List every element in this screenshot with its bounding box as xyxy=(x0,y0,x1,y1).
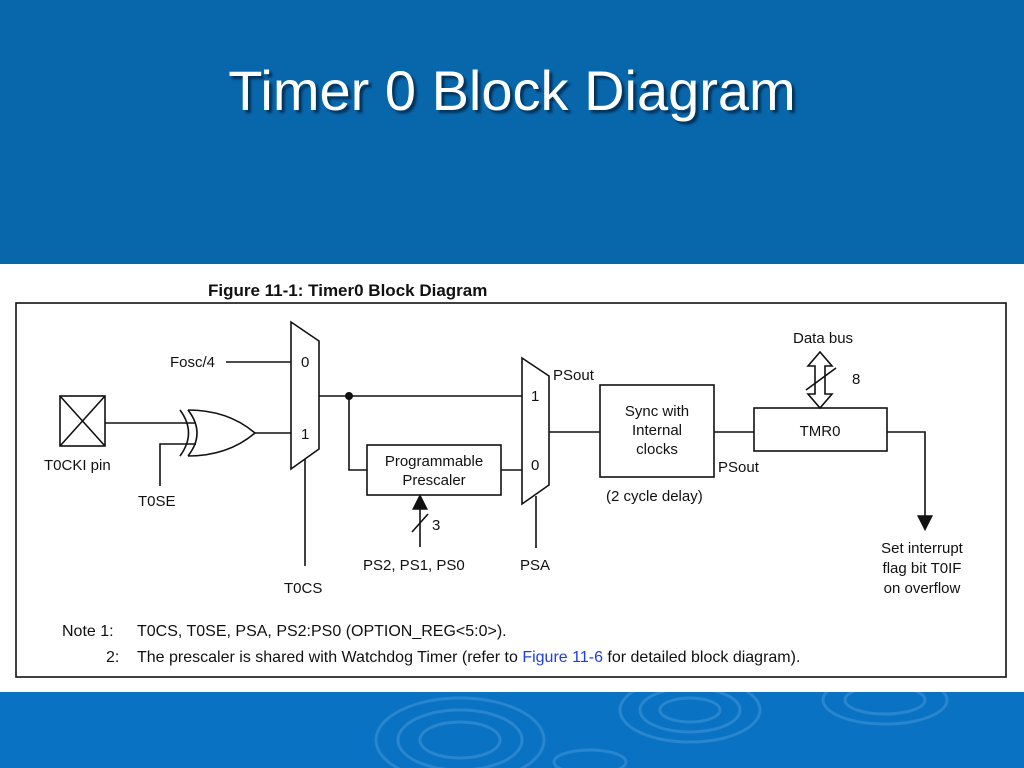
slide-title: Timer 0 Block Diagram xyxy=(228,59,796,122)
sync-delay-label: (2 cycle delay) xyxy=(606,488,703,505)
psout-top-label: PSout xyxy=(553,367,595,384)
wire-overflow xyxy=(887,431,933,532)
prescaler-assign-mux xyxy=(521,356,550,506)
tmr0-register xyxy=(753,407,888,452)
overflow-label-line3: on overflow xyxy=(884,580,961,597)
mux2-input1-label: 1 xyxy=(531,388,539,405)
overflow-label-line2: flag bit T0IF xyxy=(883,560,962,577)
fosc-label: Fosc/4 xyxy=(170,354,215,371)
note1-text: T0CS, T0SE, PSA, PS2:PS0 (OPTION_REG<5:0… xyxy=(137,623,507,640)
note2-text-before: The prescaler is shared with Watchdog Ti… xyxy=(137,649,522,666)
note1-prefix: Note 1: xyxy=(62,623,114,640)
timer0-block-diagram: Figure 11-1: Timer0 Block Diagram T0CKI … xyxy=(15,281,1007,678)
t0cki-pin-label: T0CKI pin xyxy=(44,457,111,474)
t0cki-pin-symbol xyxy=(59,395,106,447)
figure-frame xyxy=(15,302,1007,678)
mux1-input0-label: 0 xyxy=(301,354,309,371)
t0cs-label: T0CS xyxy=(284,580,322,597)
ps-bits-label: PS2, PS1, PS0 xyxy=(363,557,465,574)
mux1-input1-label: 1 xyxy=(301,426,309,443)
data-bus-label: Data bus xyxy=(793,330,853,347)
data-bus-arrow xyxy=(805,350,837,410)
note2-text-after: for detailed block diagram). xyxy=(603,649,800,666)
figure-11-6-link[interactable]: Figure 11-6 xyxy=(522,649,603,666)
clock-source-mux xyxy=(290,320,320,471)
sync-label-line2: Internal xyxy=(632,422,682,439)
t0se-label: T0SE xyxy=(138,493,176,510)
note2-prefix: 2: xyxy=(106,649,119,666)
overflow-label-line1: Set interrupt xyxy=(881,540,964,557)
bus-width-3-label: 3 xyxy=(432,517,440,534)
figure-caption: Figure 11-1: Timer0 Block Diagram xyxy=(208,281,487,300)
wire-to-prescaler xyxy=(348,396,367,471)
wire-t0se xyxy=(159,443,196,486)
psa-label: PSA xyxy=(520,557,550,574)
bus-width-8-label: 8 xyxy=(852,371,860,388)
prescaler-label-line1: Programmable xyxy=(385,453,483,470)
prescaler-label-line2: Prescaler xyxy=(402,472,465,489)
note2-text: The prescaler is shared with Watchdog Ti… xyxy=(137,649,800,666)
sync-label-line3: clocks xyxy=(636,441,678,458)
footer-band xyxy=(0,692,1024,768)
sync-label-line1: Sync with xyxy=(625,403,689,420)
xor-gate xyxy=(179,409,257,457)
programmable-prescaler-block xyxy=(366,444,502,496)
sync-block xyxy=(599,384,715,478)
psout-right-label: PSout xyxy=(718,459,760,476)
water-ripple-decoration xyxy=(374,692,949,768)
tmr0-label: TMR0 xyxy=(800,423,841,440)
figure-panel xyxy=(0,264,1024,692)
bus-slash-3 xyxy=(411,513,429,533)
mux2-input0-label: 0 xyxy=(531,457,539,474)
